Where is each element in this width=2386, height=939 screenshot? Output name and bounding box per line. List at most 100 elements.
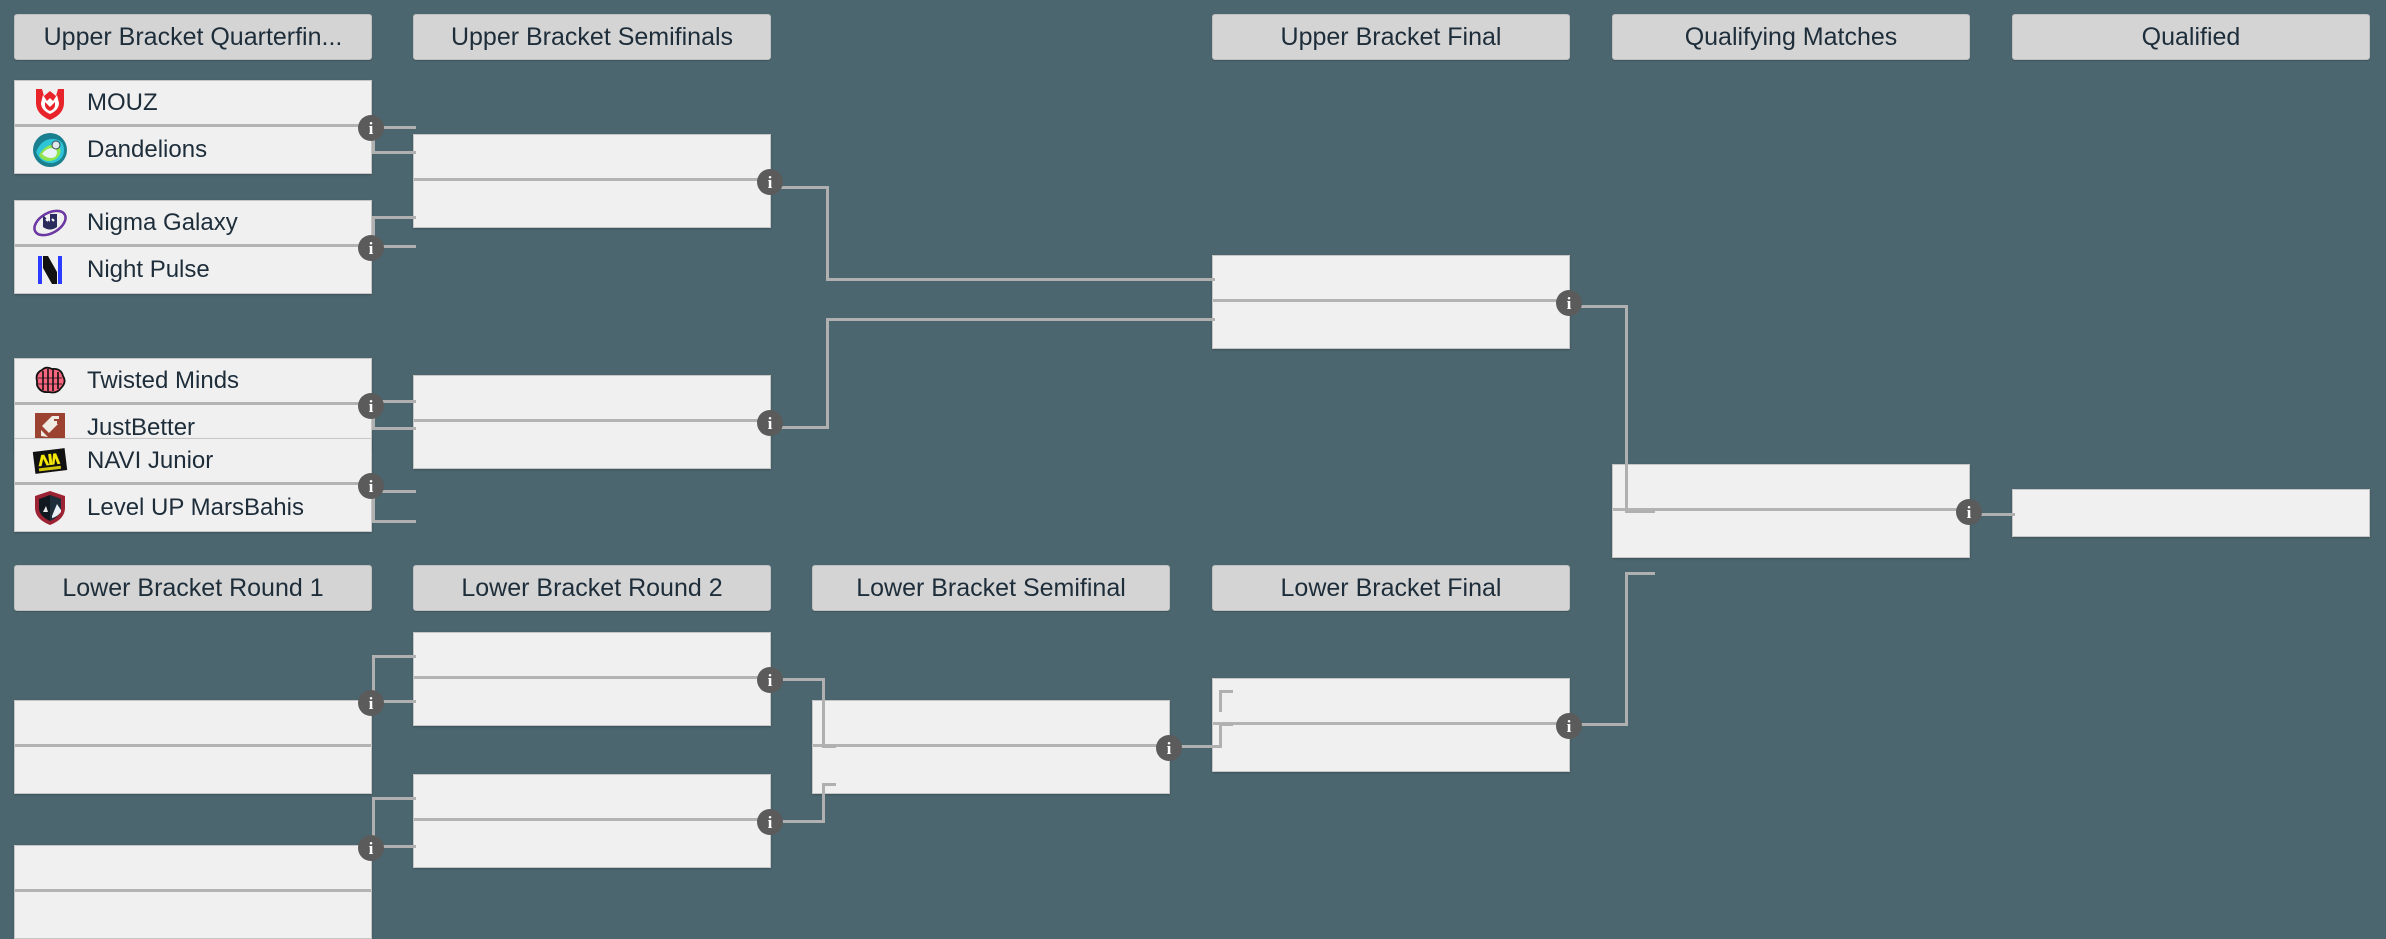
connector bbox=[1625, 305, 1628, 513]
match-info-icon[interactable]: i bbox=[358, 690, 384, 716]
opponent-name: Twisted Minds bbox=[87, 366, 240, 394]
dandelions-logo bbox=[27, 127, 73, 173]
navi-junior-logo bbox=[27, 438, 73, 484]
match-info-icon[interactable]: i bbox=[358, 393, 384, 419]
round-header-ub-quarterfinals[interactable]: Upper Bracket Quarterfin... bbox=[14, 14, 372, 60]
match-info-icon[interactable]: i bbox=[358, 115, 384, 141]
match-box[interactable]: i bbox=[413, 774, 783, 868]
connector bbox=[822, 783, 836, 786]
opponent-row[interactable]: Dandelions bbox=[15, 127, 371, 173]
round-header-qualified[interactable]: Qualified bbox=[2012, 14, 2370, 60]
nigma-galaxy-logo bbox=[27, 200, 73, 246]
opponent-row[interactable] bbox=[414, 422, 770, 468]
connector bbox=[1625, 572, 1628, 726]
match-box[interactable]: Twisted Minds JustBetter i bbox=[14, 358, 384, 452]
connector bbox=[826, 186, 829, 281]
connector bbox=[372, 245, 416, 248]
connector bbox=[372, 490, 416, 493]
connector bbox=[822, 783, 825, 823]
match-box[interactable]: i bbox=[14, 835, 384, 939]
opponent-name: Night Pulse bbox=[87, 256, 210, 283]
opponent-row[interactable] bbox=[1213, 302, 1569, 348]
connector bbox=[1970, 513, 2015, 516]
match-box[interactable]: i bbox=[812, 700, 1182, 794]
qualified-box[interactable] bbox=[2012, 489, 2370, 537]
opponent-row[interactable] bbox=[813, 747, 1169, 793]
opponent-row[interactable]: Night Pulse bbox=[15, 247, 371, 293]
justbetter-logo bbox=[27, 405, 73, 451]
match-info-icon[interactable]: i bbox=[358, 235, 384, 261]
opponent-row[interactable] bbox=[813, 701, 1169, 747]
mouz-logo bbox=[27, 80, 73, 126]
match-box[interactable]: i bbox=[1612, 464, 1982, 558]
opponent-row[interactable] bbox=[414, 679, 770, 725]
opponent-row[interactable] bbox=[15, 701, 371, 747]
match-info-icon[interactable]: i bbox=[1156, 735, 1182, 761]
connector bbox=[372, 845, 416, 848]
round-header-qualifying-matches[interactable]: Qualifying Matches bbox=[1612, 14, 1970, 60]
match-info-icon[interactable]: i bbox=[757, 667, 783, 693]
opponent-row[interactable] bbox=[1613, 465, 1969, 511]
opponent-row[interactable] bbox=[15, 892, 371, 938]
connector bbox=[372, 216, 375, 248]
connector bbox=[1625, 510, 1655, 513]
match-info-icon[interactable]: i bbox=[757, 410, 783, 436]
opponent-row[interactable] bbox=[2013, 490, 2369, 536]
connector bbox=[1570, 305, 1628, 308]
opponent-row[interactable] bbox=[1213, 256, 1569, 302]
round-header-lb-final[interactable]: Lower Bracket Final bbox=[1212, 565, 1570, 611]
match-box[interactable]: i bbox=[1212, 678, 1582, 772]
connector bbox=[372, 797, 416, 800]
match-box[interactable]: i bbox=[1212, 255, 1582, 349]
connector bbox=[826, 318, 829, 429]
night-pulse-logo bbox=[27, 247, 73, 293]
level-up-marsbahis-logo bbox=[27, 485, 73, 531]
match-box[interactable]: MOUZ Dandelions i bbox=[14, 80, 384, 174]
opponent-row[interactable]: Level UP MarsBahis bbox=[15, 485, 371, 531]
match-box[interactable]: i bbox=[413, 632, 783, 726]
opponent-row[interactable] bbox=[414, 376, 770, 422]
match-info-icon[interactable]: i bbox=[757, 809, 783, 835]
connector bbox=[372, 655, 375, 703]
match-info-icon[interactable]: i bbox=[1556, 290, 1582, 316]
connector bbox=[372, 400, 416, 403]
opponent-row[interactable] bbox=[1213, 679, 1569, 725]
round-header-lb-semifinal[interactable]: Lower Bracket Semifinal bbox=[812, 565, 1170, 611]
round-header-lb-round2[interactable]: Lower Bracket Round 2 bbox=[413, 565, 771, 611]
opponent-row[interactable] bbox=[15, 747, 371, 793]
opponent-row[interactable] bbox=[1213, 725, 1569, 771]
opponent-row[interactable] bbox=[1613, 511, 1969, 557]
connector bbox=[771, 678, 825, 681]
match-info-icon[interactable]: i bbox=[1556, 713, 1582, 739]
opponent-row[interactable]: NAVI Junior bbox=[15, 439, 371, 485]
match-info-icon[interactable]: i bbox=[757, 169, 783, 195]
tournament-bracket: Upper Bracket Quarterfin... Upper Bracke… bbox=[14, 14, 2370, 939]
opponent-name: Level UP MarsBahis bbox=[87, 494, 304, 521]
opponent-row[interactable] bbox=[414, 633, 770, 679]
round-header-ub-semifinals[interactable]: Upper Bracket Semifinals bbox=[413, 14, 771, 60]
match-info-icon[interactable]: i bbox=[1956, 499, 1982, 525]
match-info-icon[interactable]: i bbox=[358, 835, 384, 861]
opponent-row[interactable]: Twisted Minds bbox=[15, 359, 371, 405]
match-box[interactable]: NAVI Junior Level UP MarsBahis i bbox=[14, 438, 384, 532]
twisted-minds-logo bbox=[27, 358, 73, 404]
round-header-lb-round1[interactable]: Lower Bracket Round 1 bbox=[14, 565, 372, 611]
match-info-icon[interactable]: i bbox=[358, 473, 384, 499]
opponent-row[interactable] bbox=[414, 821, 770, 867]
opponent-row[interactable] bbox=[414, 181, 770, 227]
match-box[interactable]: i bbox=[14, 690, 384, 794]
connector bbox=[372, 520, 416, 523]
connector bbox=[372, 216, 416, 219]
match-box[interactable]: Nigma Galaxy Night Pulse i bbox=[14, 200, 384, 294]
round-header-ub-final[interactable]: Upper Bracket Final bbox=[1212, 14, 1570, 60]
connector bbox=[822, 678, 825, 748]
connector bbox=[1570, 723, 1628, 726]
opponent-row[interactable]: MOUZ bbox=[15, 81, 371, 127]
match-box[interactable]: i bbox=[413, 134, 783, 228]
opponent-row[interactable] bbox=[414, 135, 770, 181]
opponent-row[interactable] bbox=[414, 775, 770, 821]
opponent-row[interactable] bbox=[15, 846, 371, 892]
match-box[interactable]: i bbox=[413, 375, 783, 469]
connector bbox=[1219, 723, 1222, 748]
opponent-row[interactable]: Nigma Galaxy bbox=[15, 201, 371, 247]
